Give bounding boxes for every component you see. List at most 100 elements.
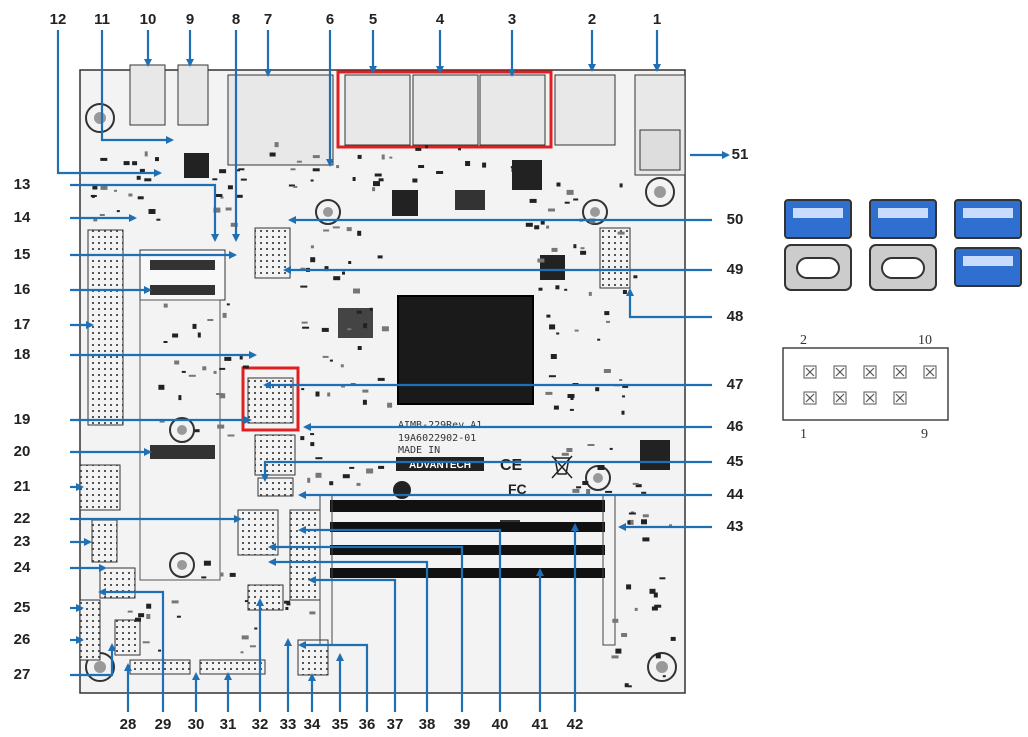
callout-label-15: 15 (14, 246, 31, 263)
pin-header-detail: 2 10 1 9 (783, 333, 948, 442)
callout-label-19: 19 (14, 411, 31, 428)
callout-label-30: 30 (188, 716, 205, 733)
callout-label-26: 26 (14, 631, 31, 648)
callout-label-3: 3 (508, 11, 516, 28)
board-part-number: 19A6022902-01 (398, 433, 476, 444)
pin-header (600, 228, 630, 288)
pin-header (290, 510, 320, 600)
pin-cross-icon (804, 392, 816, 404)
pin-cross-icon (864, 366, 876, 378)
board-model-label: AIMB-229Rev.A1 (398, 420, 482, 431)
callout-label-37: 37 (387, 716, 404, 733)
m2-connector (150, 260, 215, 270)
callout-label-5: 5 (369, 11, 377, 28)
pin-cross-icon (834, 392, 846, 404)
callout-label-20: 20 (14, 443, 31, 460)
callout-label-17: 17 (14, 316, 31, 333)
lan-ports (228, 75, 333, 165)
callout-label-22: 22 (14, 510, 31, 527)
m2-connector (150, 445, 215, 459)
callout-label-42: 42 (567, 716, 584, 733)
cpu (398, 296, 533, 404)
callout-label-16: 16 (14, 281, 31, 298)
usb-port-icon (785, 200, 851, 290)
callout-label-44: 44 (727, 486, 744, 503)
callout-label-40: 40 (492, 716, 509, 733)
pin-header (130, 660, 190, 674)
audio-jack (130, 65, 165, 125)
dc-in-connector (640, 130, 680, 170)
pin-cross-icon (924, 366, 936, 378)
chip (512, 160, 542, 190)
callout-label-9: 9 (186, 11, 194, 28)
callout-label-38: 38 (419, 716, 436, 733)
pin-header (258, 478, 293, 496)
com-header (80, 465, 120, 510)
callout-label-33: 33 (280, 716, 297, 733)
callout-label-23: 23 (14, 533, 31, 550)
callout-label-31: 31 (220, 716, 237, 733)
pin-header (200, 660, 265, 674)
chip (338, 308, 373, 338)
m2-connector (150, 285, 215, 295)
callout-label-32: 32 (252, 716, 269, 733)
board-made-in: MADE IN (398, 445, 440, 456)
usb-port-icon (870, 200, 936, 290)
pin-header (255, 228, 290, 278)
chip (640, 440, 670, 470)
pin-header (92, 520, 117, 562)
pin-label-bottom-left: 1 (800, 427, 807, 442)
pin-header (255, 435, 295, 475)
pin-header (80, 600, 100, 660)
pin-header-long (88, 230, 123, 425)
callout-label-6: 6 (326, 11, 334, 28)
callout-label-25: 25 (14, 599, 31, 616)
callout-label-4: 4 (436, 11, 445, 28)
callout-label-18: 18 (14, 346, 31, 363)
vga-port (555, 75, 615, 145)
chip (455, 190, 485, 210)
dimm-slot (330, 568, 605, 578)
callout-label-12: 12 (50, 11, 67, 28)
pin-cross-icon (864, 392, 876, 404)
callout-label-51: 51 (732, 146, 749, 163)
callout-label-48: 48 (727, 308, 744, 325)
ce-mark: CE (500, 457, 523, 474)
callout-label-46: 46 (727, 418, 744, 435)
callout-label-1: 1 (653, 11, 661, 28)
callout-label-29: 29 (155, 716, 172, 733)
callout-label-49: 49 (727, 261, 744, 278)
pin-cross-icon (834, 366, 846, 378)
callout-label-27: 27 (14, 666, 31, 683)
pin-cross-icon (894, 366, 906, 378)
callout-label-34: 34 (304, 716, 321, 733)
callout-label-35: 35 (332, 716, 349, 733)
audio-jack (178, 65, 208, 125)
callout-label-8: 8 (232, 11, 240, 28)
logo-mark (393, 481, 411, 499)
callout-label-47: 47 (727, 376, 744, 393)
pin-cross-icon (894, 392, 906, 404)
callout-label-43: 43 (727, 518, 744, 535)
dimm-slot (330, 500, 605, 512)
callout-label-36: 36 (359, 716, 376, 733)
callout-label-2: 2 (588, 11, 596, 28)
pin-header (238, 510, 278, 555)
pin-label-top-right: 10 (918, 333, 932, 348)
callout-label-21: 21 (14, 478, 31, 495)
callout-label-28: 28 (120, 716, 137, 733)
hdmi-port (345, 75, 410, 145)
pin-header (100, 568, 135, 598)
callout-label-10: 10 (140, 11, 157, 28)
pin-label-bottom-right: 9 (921, 427, 928, 442)
chip (184, 153, 209, 178)
usb-port-icon (955, 200, 1021, 286)
pin-cross-icon (804, 366, 816, 378)
usb-port-illustrations (785, 200, 1021, 290)
callout-label-14: 14 (14, 209, 31, 226)
callout-label-50: 50 (727, 211, 744, 228)
pin-header (248, 585, 283, 610)
callout-label-41: 41 (532, 716, 549, 733)
chip (392, 190, 418, 216)
